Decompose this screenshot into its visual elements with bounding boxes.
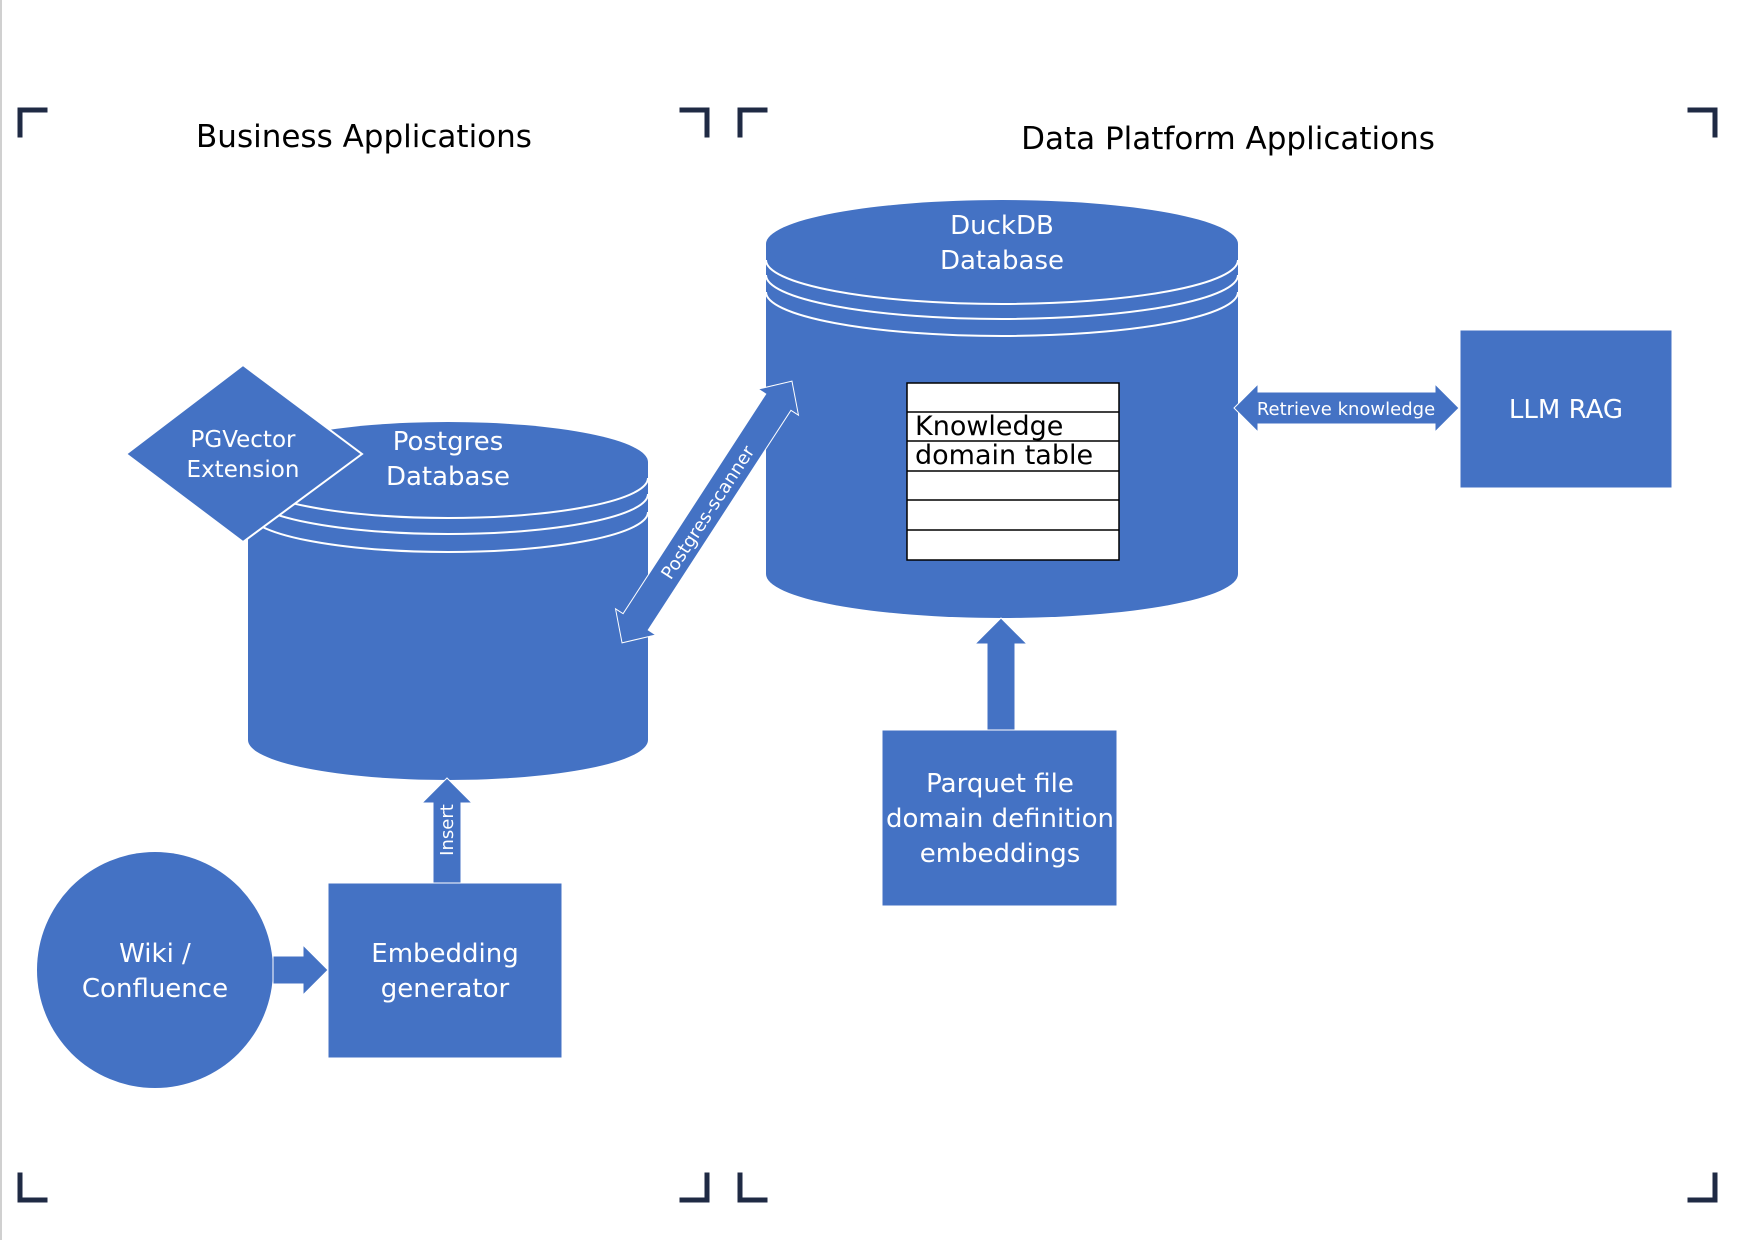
parquet-label-line1: Parquet file xyxy=(926,769,1074,799)
corner-bracket-icon xyxy=(737,1172,768,1203)
corner-bracket-icon xyxy=(17,107,48,138)
wiki-to-embedding-arrow xyxy=(272,943,329,997)
business-section-title: Business Applications xyxy=(196,119,532,155)
wiki-label-line2: Confluence xyxy=(82,974,228,1004)
parquet-label-line3: embeddings xyxy=(920,839,1081,869)
embedding-label-line2: generator xyxy=(381,974,510,1004)
llm-rag-label: LLM RAG xyxy=(1509,395,1623,425)
embedding-label-line1: Embedding xyxy=(371,939,518,969)
corner-bracket-icon xyxy=(679,107,710,138)
postgres-scanner-label: Postgres-scanner xyxy=(657,442,759,584)
duckdb-label-line2: Database xyxy=(940,246,1064,276)
pgvector-extension-diamond: PGVector Extension xyxy=(124,363,364,544)
corner-bracket-icon xyxy=(737,107,768,138)
knowledge-table-label-line2: domain table xyxy=(915,440,1093,471)
wiki-confluence-circle: Wiki / Confluence xyxy=(37,852,273,1088)
postgres-label-line2: Database xyxy=(386,462,510,492)
corner-bracket-icon xyxy=(17,1172,48,1203)
knowledge-domain-table: Knowledge domain table xyxy=(906,382,1120,561)
parquet-file-box: Parquet file domain definition embedding… xyxy=(881,729,1118,907)
platform-section-title: Data Platform Applications xyxy=(1021,121,1435,157)
corner-bracket-icon xyxy=(679,1172,710,1203)
corner-bracket-icon xyxy=(1687,1172,1718,1203)
knowledge-table-label-line1: Knowledge xyxy=(915,411,1063,442)
embedding-generator-box: Embedding generator xyxy=(327,882,563,1059)
parquet-label-line2: domain definition xyxy=(886,804,1114,834)
wiki-label-line1: Wiki / xyxy=(119,939,191,969)
insert-arrow: Insert xyxy=(420,777,474,884)
duckdb-label-line1: DuckDB xyxy=(950,211,1054,241)
corner-bracket-icon xyxy=(1687,107,1718,138)
business-section-frame xyxy=(17,107,710,1203)
retrieve-knowledge-label: Retrieve knowledge xyxy=(1257,399,1435,420)
platform-section-frame xyxy=(737,107,1718,1203)
llm-rag-box: LLM RAG xyxy=(1459,329,1673,489)
postgres-label-line1: Postgres xyxy=(393,427,504,457)
pgvector-label-line2: Extension xyxy=(187,457,300,483)
parquet-to-duckdb-arrow xyxy=(973,617,1029,731)
insert-label: Insert xyxy=(437,804,458,856)
retrieve-knowledge-arrow: Retrieve knowledge xyxy=(1233,382,1460,434)
pgvector-label-line1: PGVector xyxy=(191,427,297,453)
